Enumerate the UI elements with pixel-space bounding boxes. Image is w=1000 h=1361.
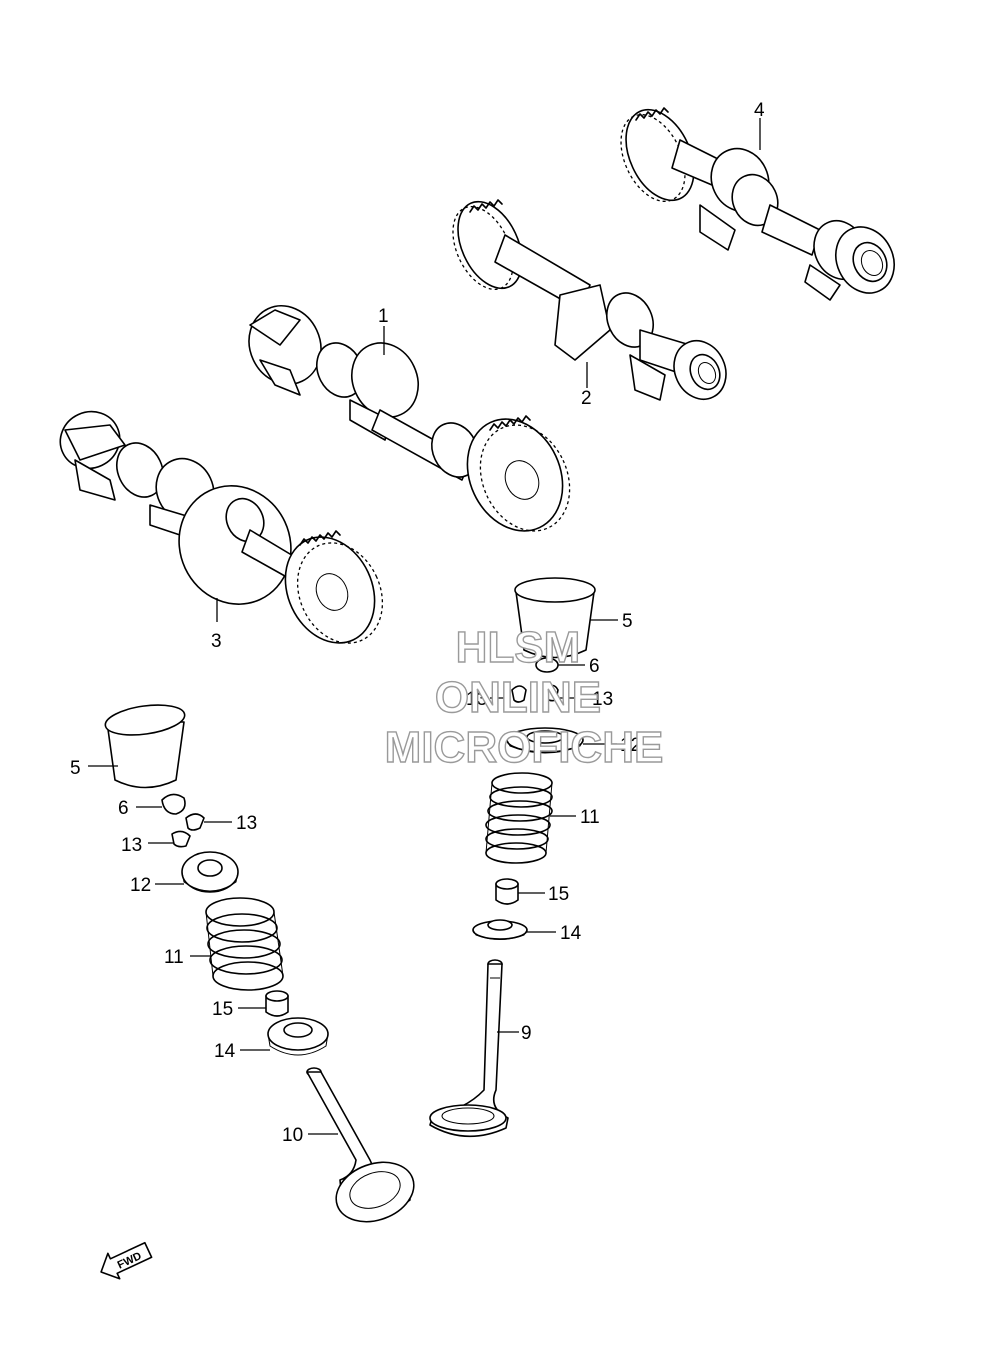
callout-3: 3	[211, 631, 222, 652]
retainer-12-right	[506, 727, 584, 754]
callout-14-left: 14	[214, 1041, 236, 1062]
cotter-13-left-b	[171, 830, 191, 848]
callout-6-right: 6	[589, 656, 600, 677]
camshaft-2	[452, 199, 727, 401]
camshaft-3	[59, 410, 384, 644]
callout-12-right: 12	[620, 735, 641, 756]
tappet-5-left	[104, 704, 186, 789]
spring-seat-14-right	[472, 919, 528, 940]
valve-10	[306, 1067, 415, 1223]
cotter-13-left-a	[185, 813, 205, 831]
watermark-line2: ONLINE	[435, 673, 601, 722]
callout-15-right: 15	[548, 884, 569, 905]
callout-11-right: 11	[580, 807, 600, 828]
fwd-label: FWD	[116, 1250, 144, 1271]
callout-5-left: 5	[70, 758, 81, 779]
camshaft-4	[620, 107, 895, 301]
callout-15-left: 15	[212, 999, 233, 1020]
tappet-5-right	[514, 577, 596, 659]
spring-seat-14-left	[267, 1017, 329, 1056]
spring-11-right	[485, 772, 553, 864]
stem-seal-15-left	[265, 990, 289, 1017]
callout-1: 1	[378, 306, 389, 327]
callout-9: 9	[521, 1023, 532, 1044]
callout-13-right-a: 13	[466, 689, 487, 710]
callout-10: 10	[282, 1125, 303, 1146]
cotter-13-right-b	[545, 684, 559, 702]
camshaft-1	[248, 305, 571, 532]
callout-5-right: 5	[622, 611, 633, 632]
callout-12-left: 12	[130, 875, 151, 896]
callout-14-right: 14	[560, 923, 582, 944]
fwd-arrow-icon: FWD	[100, 1241, 153, 1280]
valve-9	[429, 959, 509, 1138]
watermark-line1: HLSM	[456, 623, 581, 672]
callout-6-left: 6	[118, 798, 129, 819]
cotter-13-right-a	[511, 685, 527, 703]
watermark: HLSM ONLINE MICROFICHE	[384, 622, 664, 772]
callout-11-left: 11	[164, 947, 184, 968]
callout-13-right-b: 13	[592, 689, 613, 710]
stem-seal-15-right	[495, 878, 519, 905]
retainer-12-left	[181, 851, 239, 893]
spring-11-left	[205, 897, 284, 991]
callout-2: 2	[581, 388, 592, 409]
callout-13-left-a: 13	[236, 813, 257, 834]
shim-6-left	[161, 793, 186, 815]
watermark-line3: MICROFICHE	[385, 723, 664, 772]
callout-13-left-b: 13	[121, 835, 142, 856]
callout-4: 4	[754, 100, 765, 121]
